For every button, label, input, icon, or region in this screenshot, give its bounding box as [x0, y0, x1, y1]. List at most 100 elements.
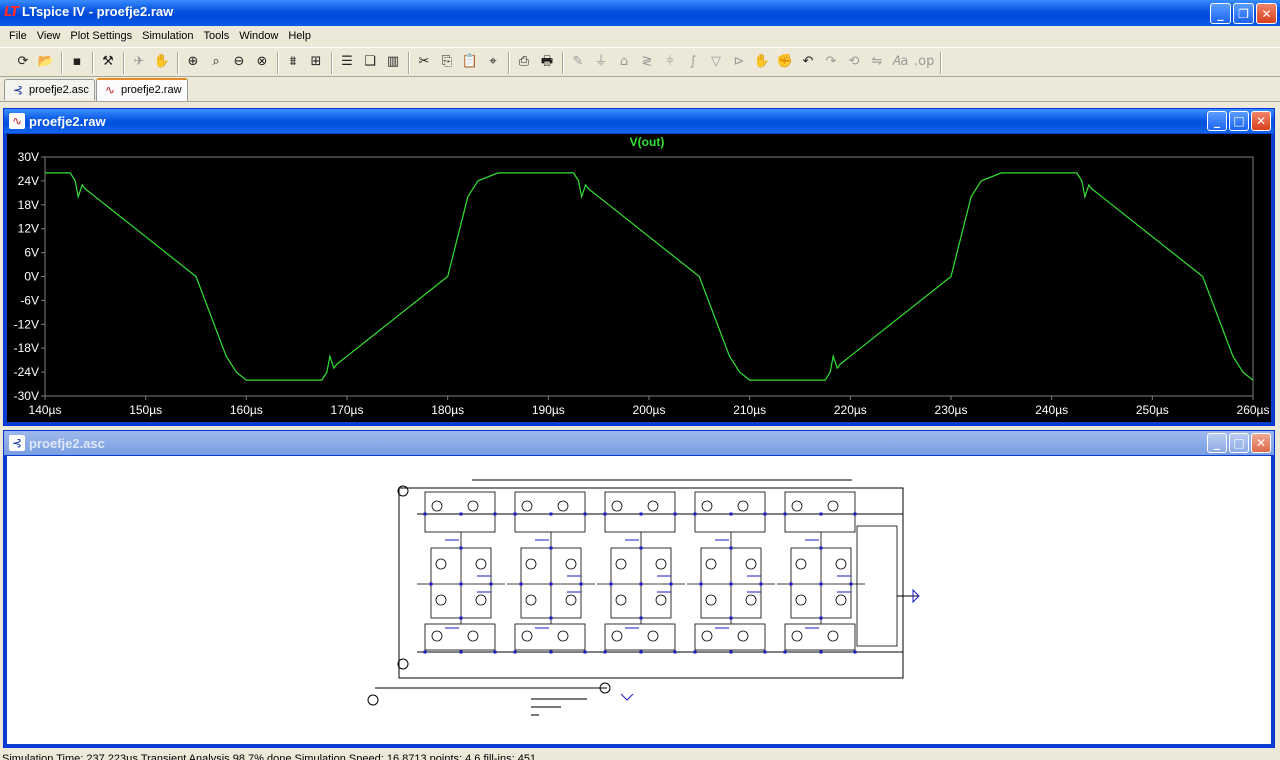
ltspice-logo-icon: LT — [4, 5, 19, 20]
schematic-icon: ⊰ — [12, 83, 24, 97]
drag-icon[interactable]: ✊ — [776, 54, 794, 69]
zoom-area-icon[interactable]: ⌕ — [212, 54, 220, 69]
output-stage[interactable] — [856, 525, 898, 647]
schematic-minimize-button[interactable]: _ — [1207, 433, 1227, 453]
resistor-icon[interactable]: ≷ — [641, 54, 653, 69]
waveform-chart[interactable]: V(out) 30V24V18V12V6V0V-6V-12V-18V-24V-3… — [7, 134, 1273, 424]
run-icon[interactable]: ✈ — [133, 54, 145, 69]
wire-icon[interactable]: ✎ — [572, 54, 584, 69]
zoom-out-icon[interactable]: ⊖ — [233, 54, 245, 69]
spice-directive-text[interactable] — [531, 706, 561, 708]
amplifier-stage[interactable] — [597, 491, 685, 654]
y-tick-label: 0V — [24, 270, 39, 284]
supply-source-positive[interactable] — [397, 485, 409, 497]
tab-label: proefje2.asc — [29, 84, 89, 96]
halt-icon[interactable]: ✋ — [153, 54, 171, 69]
x-tick-label: 260µs — [1237, 403, 1270, 417]
schematic-canvas[interactable] — [7, 456, 1271, 744]
component-icon[interactable]: ⊳ — [733, 54, 745, 69]
schematic-drawing[interactable] — [7, 456, 1273, 746]
copy-icon[interactable]: ⎘ — [441, 54, 453, 69]
schematic-icon: ⊰ — [9, 435, 25, 451]
supply-rail-frame — [398, 487, 904, 679]
amplifier-stage[interactable] — [417, 491, 505, 654]
redo-icon[interactable]: ↷ — [825, 54, 837, 69]
x-tick-label: 180µs — [431, 403, 464, 417]
amplifier-stage[interactable] — [687, 491, 775, 654]
menu-window[interactable]: Window — [239, 30, 279, 42]
open-folder-icon[interactable]: 📂 — [37, 54, 55, 69]
capacitor-icon[interactable]: ⫩ — [666, 54, 674, 69]
plot-close-button[interactable]: ✕ — [1251, 111, 1271, 131]
plot-window-titlebar[interactable]: ∿ proefje2.raw _ □ ✕ — [4, 109, 1274, 133]
x-tick-label: 140µs — [29, 403, 62, 417]
y-tick-label: 30V — [18, 150, 39, 164]
x-tick-label: 170µs — [331, 403, 364, 417]
menu-help[interactable]: Help — [288, 30, 311, 42]
schematic-close-button[interactable]: ✕ — [1251, 433, 1271, 453]
find-icon[interactable]: ⌖ — [489, 54, 497, 69]
open-recent-icon[interactable]: ⟳ — [17, 54, 29, 69]
autorange-icon[interactable]: ⩩ — [289, 54, 297, 69]
spice-directive-text[interactable] — [531, 714, 539, 716]
trace-label-vout[interactable]: V(out) — [630, 135, 665, 149]
y-tick-label: 18V — [18, 198, 39, 212]
plot-minimize-button[interactable]: _ — [1207, 111, 1227, 131]
rotate-icon[interactable]: ⟲ — [848, 54, 860, 69]
menu-file[interactable]: File — [9, 30, 27, 42]
input-source[interactable] — [599, 682, 611, 694]
status-bar: Simulation Time: 237.223µs Transient Ana… — [0, 750, 1280, 760]
cascade-icon[interactable]: ❏ — [364, 54, 376, 69]
y-tick-label: -6V — [20, 293, 39, 307]
label-net-icon[interactable]: ⌂ — [619, 54, 629, 69]
trace-vout-line[interactable] — [45, 172, 1254, 381]
restore-button[interactable]: ❐ — [1233, 3, 1254, 24]
waveform-icon: ∿ — [104, 83, 116, 97]
menu-view[interactable]: View — [36, 30, 61, 42]
undo-icon[interactable]: ↶ — [802, 54, 814, 69]
schematic-window-titlebar[interactable]: ⊰ proefje2.asc _ □ ✕ — [4, 431, 1274, 455]
y-tick-label: 24V — [18, 174, 39, 188]
app-titlebar[interactable]: LT LTspice IV - proefje2.raw _ ❐ ✕ — [0, 0, 1280, 26]
close-button[interactable]: ✕ — [1256, 3, 1277, 24]
tab-proefje2-raw[interactable]: ∿ proefje2.raw — [96, 78, 188, 101]
x-tick-label: 250µs — [1136, 403, 1169, 417]
x-tick-label: 160µs — [230, 403, 263, 417]
text-icon[interactable]: 𝐴a — [891, 54, 909, 69]
schematic-window[interactable]: ⊰ proefje2.asc _ □ ✕ — [3, 430, 1275, 748]
zoom-cancel-icon[interactable]: ⊗ — [256, 54, 268, 69]
menu-tools[interactable]: Tools — [203, 30, 230, 42]
tile-horizontal-icon[interactable]: ☰ — [341, 54, 353, 69]
amplifier-stage[interactable] — [777, 491, 865, 654]
schematic-maximize-button[interactable]: □ — [1229, 433, 1249, 453]
move-icon[interactable]: ✋ — [753, 54, 771, 69]
spice-directive-text[interactable] — [531, 698, 587, 700]
print-setup-icon[interactable]: ⎙ — [518, 54, 530, 69]
zoom-in-icon[interactable]: ⊕ — [187, 54, 199, 69]
tab-proefje2-asc[interactable]: ⊰ proefje2.asc — [4, 79, 95, 100]
supply-source-negative[interactable] — [397, 658, 409, 670]
zoom-extent-icon[interactable]: ⊞ — [310, 54, 322, 69]
amplifier-stage[interactable] — [507, 491, 595, 654]
diode-icon[interactable]: ▽ — [711, 54, 721, 69]
y-tick-label: -24V — [14, 365, 39, 379]
inductor-icon[interactable]: ∫ — [689, 54, 697, 69]
minimize-button[interactable]: _ — [1210, 3, 1231, 24]
cut-icon[interactable]: ✂ — [418, 54, 430, 69]
output-label — [912, 588, 920, 604]
menu-simulation[interactable]: Simulation — [142, 30, 194, 42]
control-panel-icon[interactable]: ⚒ — [102, 54, 114, 69]
menu-plot-settings[interactable]: Plot Settings — [70, 30, 133, 42]
spice-directive-icon[interactable]: .op — [914, 54, 935, 69]
signal-source[interactable] — [367, 694, 379, 706]
save-icon[interactable]: ▪ — [72, 54, 82, 69]
print-icon[interactable]: 🖶 — [540, 54, 554, 69]
app-title: LTspice IV - proefje2.raw — [22, 4, 174, 19]
mirror-icon[interactable]: ⇋ — [871, 54, 883, 69]
ground-icon[interactable]: ⏚ — [594, 54, 608, 69]
plot-maximize-button[interactable]: □ — [1229, 111, 1249, 131]
tile-vertical-icon[interactable]: ▥ — [386, 54, 400, 69]
paste-icon[interactable]: 📋 — [461, 54, 479, 69]
